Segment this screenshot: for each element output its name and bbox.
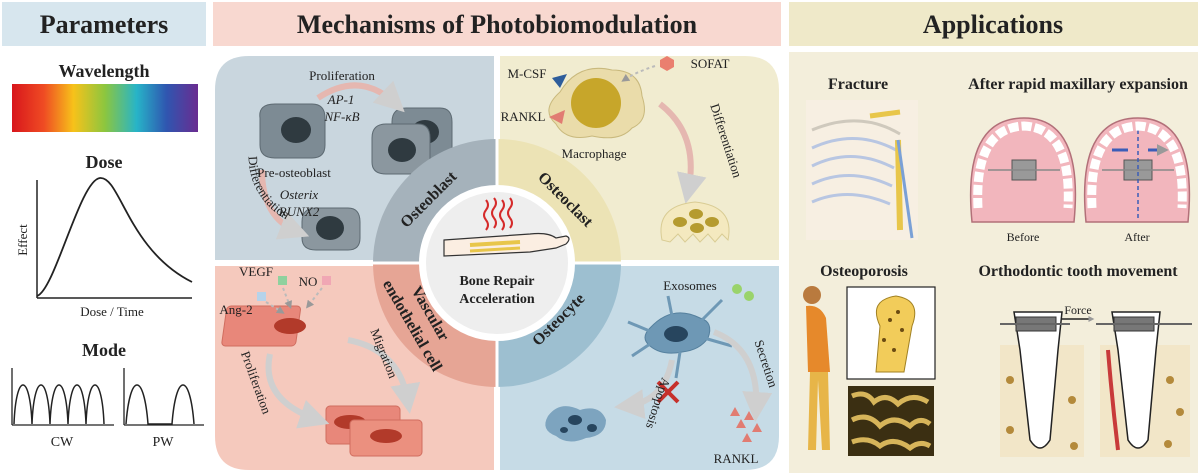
ob-proliferation-label: Proliferation <box>309 68 375 83</box>
oc-nucleus <box>673 217 687 227</box>
ang2-label: Ang-2 <box>219 302 252 317</box>
rapid-expansion-label: After rapid maxillary expansion <box>968 76 1188 93</box>
osteoporosis-label: Osteoporosis <box>820 263 908 280</box>
before-label: Before <box>1007 230 1040 244</box>
waveform-pw <box>123 368 204 426</box>
parameters-header-bg <box>2 2 206 46</box>
nfkb-label: NF-κB <box>323 109 359 124</box>
sofat-arrow <box>621 65 656 82</box>
mcsf-marker <box>552 74 567 88</box>
differentiation-arrow <box>259 169 310 240</box>
sofat-marker <box>660 56 674 71</box>
exosome-dot <box>744 291 754 301</box>
oc-nucleus <box>705 217 719 227</box>
bone-icon <box>846 286 936 456</box>
waveform-cw <box>11 368 114 426</box>
pre-osteoblast-label: Pre-osteoblast <box>257 165 331 180</box>
oc-rankl-label: RANKL <box>501 109 546 124</box>
proliferation-arrow-v <box>265 353 330 429</box>
oc-nucleus <box>690 223 704 233</box>
proliferation-arrow <box>316 80 405 113</box>
mechanisms-header-bg <box>213 2 781 46</box>
runx2-label: RUNX2 <box>278 204 320 219</box>
secretion-arrow <box>712 329 773 422</box>
exosomes-label: Exosomes <box>663 278 716 293</box>
vegf-label: VEGF <box>239 264 273 279</box>
laser-waves-icon <box>483 197 513 231</box>
fracture-label: Fracture <box>828 76 888 93</box>
after-label: After <box>1124 230 1149 244</box>
osteoclast-cell <box>660 201 730 243</box>
osteocyte-cell <box>627 295 733 379</box>
ortho-label: Orthodontic tooth movement <box>978 263 1178 280</box>
spectrum-bar <box>12 84 198 132</box>
no-label: NO <box>299 274 318 289</box>
applications-header-bg <box>789 2 1198 46</box>
mode-label: Mode <box>82 340 126 360</box>
wavelength-label: Wavelength <box>58 61 149 81</box>
tooth-icon-before <box>1000 311 1084 457</box>
differentiation-arrow-oc <box>658 101 707 204</box>
migration-arrow <box>347 337 421 414</box>
center-label-line2: Acceleration <box>459 292 535 307</box>
palate-icon-before <box>969 117 1077 223</box>
exosome-dot <box>732 284 742 294</box>
ring-center-inner <box>426 192 568 334</box>
macrophage-label: Macrophage <box>562 146 627 161</box>
rankl-marker <box>549 110 565 124</box>
tooth-icon-after <box>1096 311 1192 457</box>
sofat-label: SOFAT <box>691 56 730 71</box>
pw-label: PW <box>153 435 175 450</box>
no-marker <box>322 276 331 285</box>
mechanism-ring <box>373 139 621 387</box>
apoptotic-fragments <box>545 406 606 442</box>
mechanisms-header: Mechanisms of Photobiomodulation <box>297 10 698 39</box>
effect-axis-label: Effect <box>15 224 30 256</box>
osterix-label: Osterix <box>280 187 319 202</box>
arm-icon <box>443 232 570 257</box>
skeleton-icon <box>806 100 918 240</box>
apoptosis-arrow <box>614 359 675 420</box>
dose-time-axis-label: Dose / Time <box>80 304 144 319</box>
cw-label: CW <box>51 435 74 450</box>
no-arrow <box>306 287 323 309</box>
apoptosis-block-icon <box>656 380 680 404</box>
ang2-marker <box>257 292 266 301</box>
parameters-header: Parameters <box>40 10 168 39</box>
person-icon <box>803 286 830 450</box>
macrophage-cell <box>548 67 645 139</box>
applications-header: Applications <box>923 10 1063 39</box>
oy-rankl-label: RANKL <box>714 451 759 466</box>
force-label: Force <box>1064 303 1091 317</box>
palate-icon-after <box>1083 117 1191 223</box>
center-label-line1: Bone Repair <box>459 274 534 289</box>
osteoblast-cells <box>259 103 453 251</box>
ap1-label: AP-1 <box>327 92 355 107</box>
mcsf-label: M-CSF <box>507 66 546 81</box>
rankl-triangles <box>730 407 762 442</box>
vegf-marker <box>278 276 287 285</box>
endothelial-cells <box>221 305 423 457</box>
dose-curve <box>36 177 193 299</box>
oc-nucleus <box>689 209 703 219</box>
dose-label: Dose <box>86 152 123 172</box>
